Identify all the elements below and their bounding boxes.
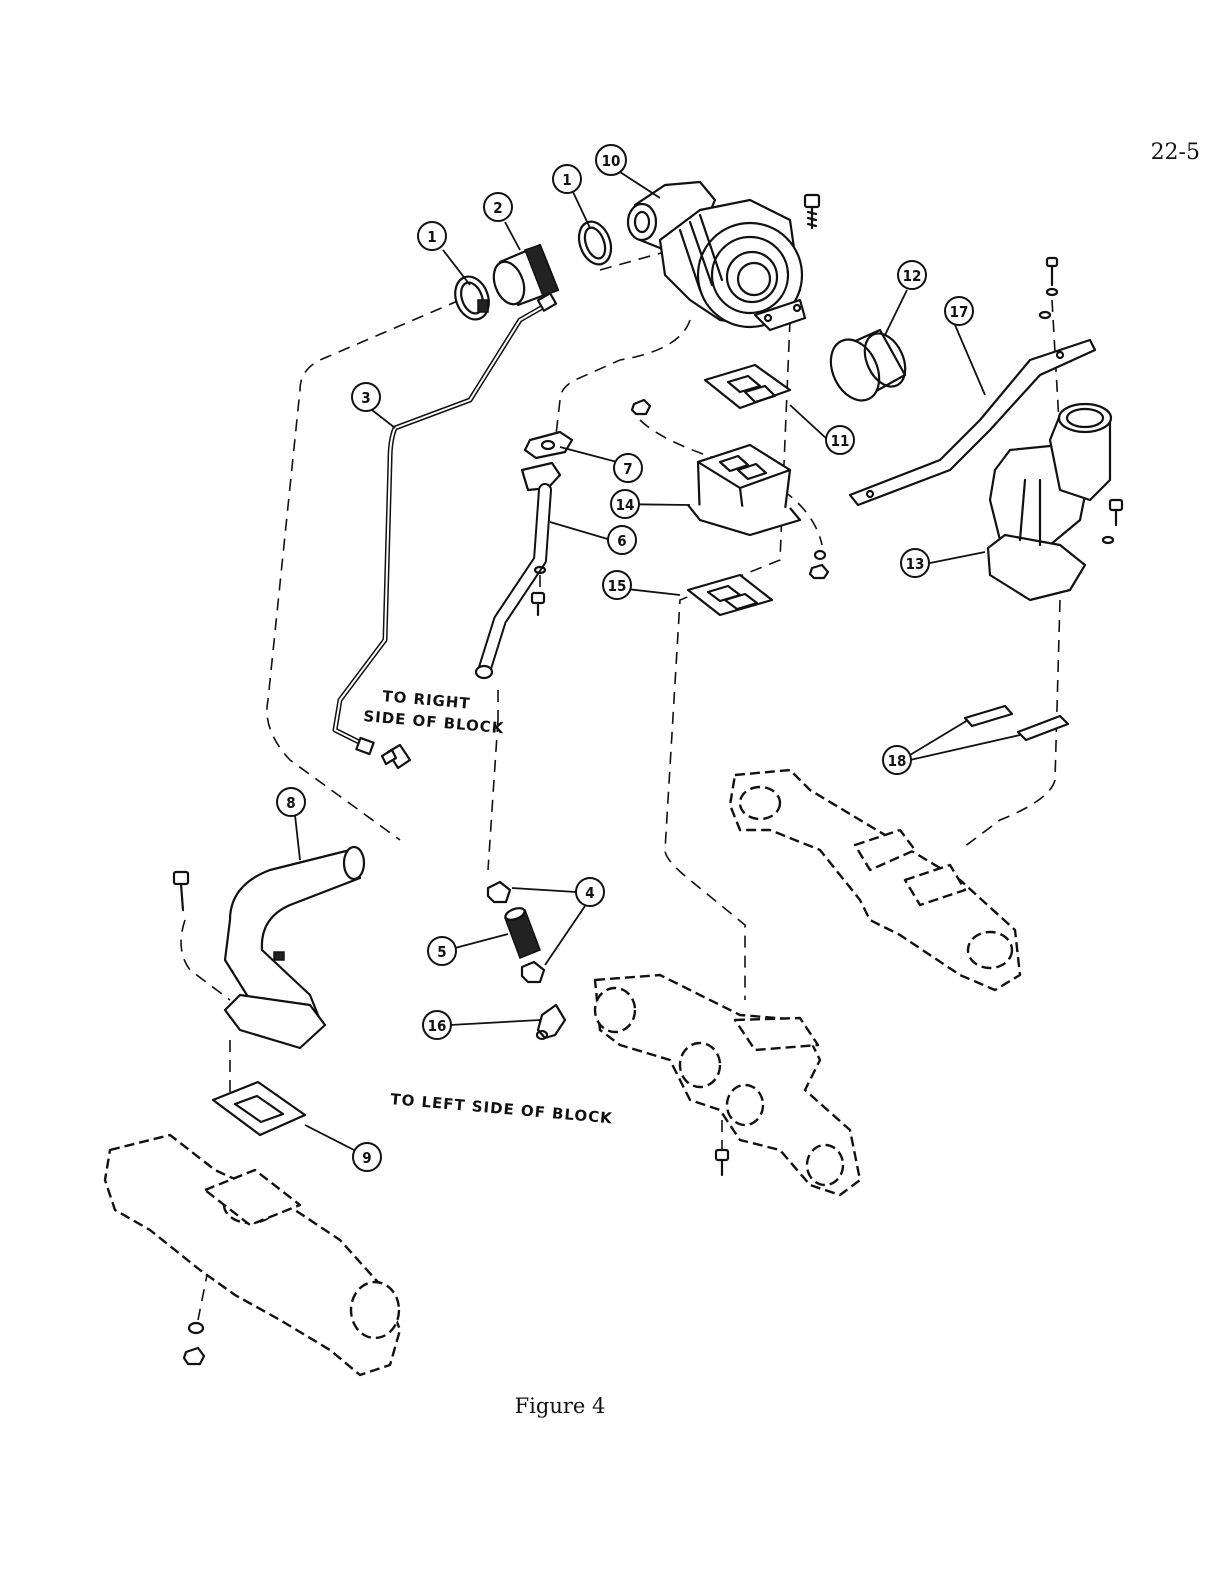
manifold-nuts — [184, 1323, 204, 1364]
callout-2-label: 2 — [493, 199, 502, 217]
adapter-nuts — [810, 551, 828, 578]
callout-1a-label: 1 — [427, 228, 436, 246]
bracket-bolt — [1040, 258, 1057, 318]
callout-14-label: 14 — [616, 496, 635, 514]
callout-6: 6 — [608, 526, 636, 554]
callout-3-label: 3 — [361, 389, 370, 407]
callout-11: 11 — [826, 426, 854, 454]
callout-4: 4 — [576, 878, 604, 906]
turbocharger — [628, 182, 805, 330]
callout-7-label: 7 — [623, 460, 632, 478]
callout-6-label: 6 — [617, 532, 626, 550]
callout-14: 14 — [611, 490, 639, 518]
callout-9: 9 — [353, 1143, 381, 1171]
oil-supply-tube — [335, 293, 556, 754]
callout-7: 7 — [614, 454, 642, 482]
left-exhaust-manifold-outline — [105, 1135, 400, 1375]
callout-10: 10 — [596, 145, 626, 175]
callout-15: 15 — [603, 571, 631, 599]
callout-1b: 1 — [553, 165, 581, 193]
callout-18-label: 18 — [888, 752, 907, 770]
elbow-bolt — [1103, 500, 1122, 543]
callout-17: 17 — [945, 297, 973, 325]
note-to-right-side-line2: SIDE OF BLOCK — [363, 707, 506, 737]
callout-16-label: 16 — [428, 1017, 447, 1035]
right-exhaust-manifold-outline — [730, 770, 1020, 990]
callout-17-label: 17 — [950, 303, 969, 321]
turbo-adapter-riser — [688, 445, 800, 535]
elbow-mounting-bolt — [174, 872, 188, 910]
callout-8-label: 8 — [286, 794, 295, 812]
callout-4-label: 4 — [585, 884, 594, 902]
note-to-left-side: TO LEFT SIDE OF BLOCK — [390, 1090, 614, 1127]
drain-flange-gasket — [525, 432, 572, 458]
hex-nut-upper — [632, 400, 650, 414]
manifold-bolt — [716, 1150, 728, 1175]
callout-10-label: 10 — [602, 152, 621, 170]
callout-2: 2 — [484, 193, 512, 221]
callout-1b-label: 1 — [562, 171, 571, 189]
figure-caption: Figure 4 — [470, 1394, 650, 1418]
drain-hose — [504, 906, 540, 958]
crossover-elbow-pipe — [225, 847, 364, 1048]
center-exhaust-manifold-outline — [595, 975, 860, 1195]
callout-16: 16 — [423, 1011, 451, 1039]
drain-elbow-fitting — [537, 1005, 565, 1039]
assembly-leader-lines — [181, 245, 1060, 1320]
hose-clamp-left — [449, 272, 494, 324]
oil-drain-tube — [476, 463, 560, 678]
exhaust-elbow-outlet — [988, 404, 1111, 600]
elbow-fitting-right — [382, 745, 410, 768]
callout-13: 13 — [901, 549, 929, 577]
callout-12-label: 12 — [903, 267, 922, 285]
callout-13-label: 13 — [906, 555, 925, 573]
callout-9-label: 9 — [362, 1149, 371, 1167]
hose-clamp-right — [573, 217, 616, 269]
callout-3: 3 — [352, 383, 380, 411]
callout-15-label: 15 — [608, 577, 627, 595]
callout-5-label: 5 — [437, 943, 446, 961]
callout-8: 8 — [277, 788, 305, 816]
adapter-gasket — [688, 575, 772, 615]
sleeve-connector — [822, 327, 914, 408]
elbow-gasket — [213, 1082, 305, 1135]
callout-18: 18 — [883, 746, 911, 774]
turbo-mounting-bolt — [805, 195, 819, 228]
callout-1a: 1 — [418, 222, 446, 250]
callout-5: 5 — [428, 937, 456, 965]
callout-11-label: 11 — [831, 432, 850, 450]
turbo-mounting-gasket — [705, 365, 790, 408]
callout-12: 12 — [898, 261, 926, 289]
